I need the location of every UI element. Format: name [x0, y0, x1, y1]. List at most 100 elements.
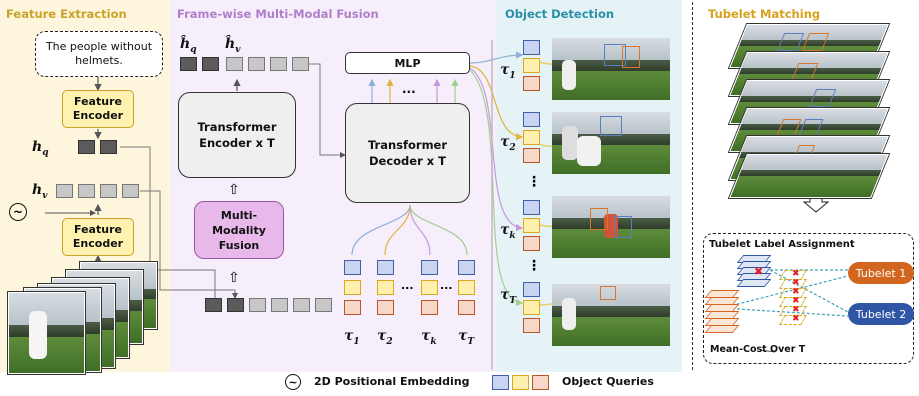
query-tau-label: τk [421, 328, 437, 347]
object-query [344, 260, 361, 275]
feature-encoder-top: Feature Encoder [62, 90, 134, 128]
label-hat-q: ĥq [180, 36, 197, 55]
stacked-frame [729, 154, 889, 198]
tubelet-assignment-box [703, 233, 914, 364]
tubelet-assignment-title: Tubelet Label Assignment [709, 239, 855, 250]
transformer-decoder: Transformer Decoder x T [345, 103, 470, 203]
object-query [377, 260, 394, 275]
cross-icon: ✖ [754, 265, 764, 278]
fusion-q-token [205, 298, 222, 312]
detection-title: Object Detection [505, 7, 615, 21]
video-frame [8, 292, 85, 374]
legend-pos-embedding-icon: ~ [285, 374, 301, 390]
fusion-title: Frame-wise Multi-Modal Fusion [177, 7, 379, 21]
hat-v-token [292, 57, 309, 71]
tubelet-2-label: Tubelet 2 [848, 303, 914, 325]
detection-query [523, 236, 540, 251]
legend-query-swatch [492, 375, 509, 390]
label-hat-v: ĥv [225, 36, 241, 55]
label-h-q: hq [32, 139, 49, 158]
detection-frame [552, 196, 670, 258]
detection-tau-label: τ2 [500, 134, 516, 153]
detection-query [523, 148, 540, 163]
detection-query [523, 200, 540, 215]
feature-extraction-title: Feature Extraction [6, 7, 127, 21]
orange-tubelet [704, 290, 748, 340]
panel-divider [692, 2, 693, 370]
detection-frame [552, 284, 670, 346]
hat-v-token [270, 57, 287, 71]
fusion-q-token [227, 298, 244, 312]
object-query [421, 260, 438, 275]
hat-q-token [180, 57, 197, 71]
detection-query [523, 112, 540, 127]
object-query [344, 280, 361, 295]
fusion-v-token [271, 298, 288, 312]
hat-q-token [202, 57, 219, 71]
up-arrow-icon: ⇧ [228, 182, 240, 198]
object-query [458, 280, 475, 295]
object-query [344, 300, 361, 315]
detection-query [523, 130, 540, 145]
blue-tubelet: ✖ [736, 255, 780, 295]
text-query-box: The people without helmets. [35, 31, 163, 77]
fusion-v-token [293, 298, 310, 312]
h-q-token [100, 140, 117, 154]
feature-encoder-bottom: Feature Encoder [62, 218, 134, 256]
h-v-token [122, 184, 139, 198]
object-query [421, 280, 438, 295]
hat-v-token [226, 57, 243, 71]
text-query: The people without helmets. [45, 40, 153, 67]
mean-cost-label: Mean-Cost Over T [710, 344, 806, 355]
multimodality-fusion: Multi-Modality Fusion [194, 201, 284, 259]
h-v-token [100, 184, 117, 198]
detection-tau-label: τT [500, 287, 517, 306]
legend-query-swatch [512, 375, 529, 390]
legend-pos-embedding-label: 2D Positional Embedding [314, 375, 470, 388]
mean-cost-stack: ✖✖✖✖✖✖ [779, 269, 816, 336]
legend-query-swatch [532, 375, 549, 390]
object-query [458, 300, 475, 315]
detection-query [523, 318, 540, 333]
mlp-box: MLP [345, 52, 470, 74]
detection-frame [552, 38, 670, 100]
tubelet-1-label: Tubelet 1 [848, 262, 914, 284]
object-query [458, 260, 475, 275]
detection-query [523, 40, 540, 55]
matching-title: Tubelet Matching [708, 7, 821, 21]
detection-query [523, 58, 540, 73]
mlp-dots: ... [402, 82, 416, 96]
detection-query [523, 76, 540, 91]
positional-embedding-icon: ~ [9, 203, 27, 221]
detection-query [523, 282, 540, 297]
detection-frame [552, 112, 670, 174]
query-tau-label: τ2 [377, 328, 393, 347]
detection-tau-label: τk [500, 222, 516, 241]
label-h-v: hv [32, 182, 48, 201]
up-arrow-icon: ⇧ [228, 270, 240, 286]
fusion-v-token [249, 298, 266, 312]
stacked-frames [712, 24, 902, 198]
object-query [377, 280, 394, 295]
legend-object-queries-label: Object Queries [562, 375, 654, 388]
h-q-token [78, 140, 95, 154]
query-tau-label: τT [458, 328, 475, 347]
query-tau-label: τ1 [344, 328, 360, 347]
detection-tau-label: τ1 [500, 62, 516, 81]
hat-v-token [248, 57, 265, 71]
object-query [421, 300, 438, 315]
object-query [377, 300, 394, 315]
vertical-dots: ⋮ [527, 174, 541, 190]
transformer-encoder: Transformer Encoder x T [178, 92, 296, 178]
video-frames-stack [8, 262, 158, 374]
fusion-v-token [315, 298, 332, 312]
query-dots: ... [401, 279, 414, 292]
h-v-token [56, 184, 73, 198]
query-dots: ... [440, 279, 453, 292]
detection-query [523, 218, 540, 233]
h-v-token [78, 184, 95, 198]
detection-query [523, 300, 540, 315]
vertical-dots: ⋮ [527, 258, 541, 274]
cross-icon: ✖✖✖✖✖✖ [792, 269, 800, 324]
